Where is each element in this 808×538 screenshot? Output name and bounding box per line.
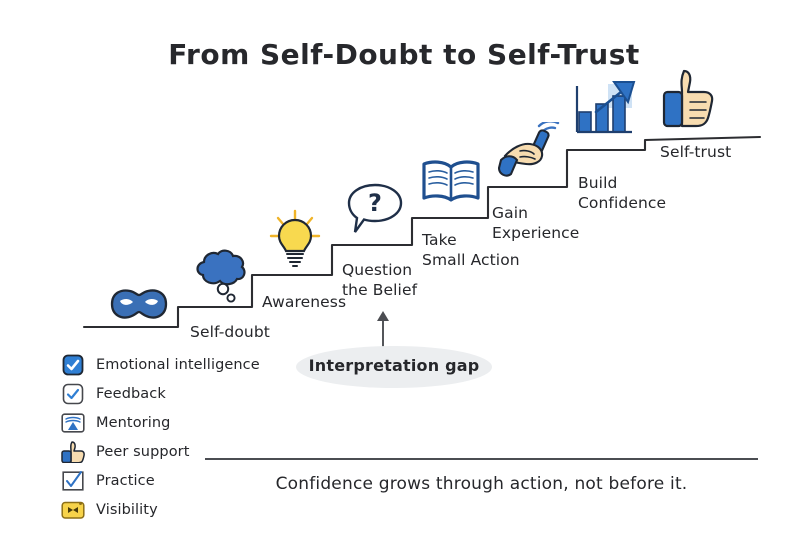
interpretation-gap-label: Interpretation gap — [308, 356, 480, 375]
mask-icon — [108, 286, 170, 326]
svg-text:?: ? — [368, 189, 382, 217]
lightbulb-icon — [268, 208, 322, 274]
legend-item-visibility[interactable]: Visibility — [60, 496, 260, 524]
legend-label: Mentoring — [96, 415, 171, 431]
legend-item-feedback[interactable]: Feedback — [60, 380, 260, 408]
checkbox-check-icon — [60, 470, 86, 492]
legend-item-practice[interactable]: Practice — [60, 467, 260, 495]
legend: Emotional intelligence Feedback — [60, 351, 260, 525]
open-book-icon — [420, 158, 482, 210]
legend-item-mentoring[interactable]: Mentoring — [60, 409, 260, 437]
checkbox-outline-icon — [60, 383, 86, 405]
badge-yellow-icon — [60, 499, 86, 521]
speech-bubble-question-icon: ? — [346, 182, 404, 242]
thumbs-up-icon — [660, 68, 716, 136]
legend-label: Peer support — [96, 444, 190, 460]
checkbox-filled-icon — [60, 354, 86, 376]
legend-label: Emotional intelligence — [96, 357, 260, 373]
legend-item-peer-support[interactable]: Peer support — [60, 438, 260, 466]
page-title: From Self-Doubt to Self-Trust — [168, 38, 640, 71]
step-label-take-small-action: Take Small Action — [422, 231, 520, 270]
presentation-card-icon — [60, 412, 86, 434]
step-label-self-doubt: Self-doubt — [190, 323, 270, 341]
legend-label: Visibility — [96, 502, 158, 518]
bar-chart-arrow-icon — [572, 78, 640, 144]
step-label-question-the-belief: Question the Belief — [342, 261, 418, 300]
legend-label: Feedback — [96, 386, 166, 402]
step-label-awareness: Awareness — [262, 293, 347, 311]
interpretation-gap-pill — [296, 346, 492, 388]
thumbs-up-small-icon — [60, 441, 86, 463]
legend-label: Practice — [96, 473, 155, 489]
step-label-build-confidence: Build Confidence — [578, 174, 667, 213]
step-label-self-trust: Self-trust — [660, 143, 732, 161]
step-label-gain-experience: Gain Experience — [492, 204, 580, 243]
footer-divider — [205, 458, 758, 460]
thought-cloud-icon — [186, 248, 252, 312]
footer-caption: Confidence grows through action, not bef… — [275, 474, 688, 494]
legend-item-emotional-intelligence[interactable]: Emotional intelligence — [60, 351, 260, 379]
hand-pen-icon — [497, 120, 564, 186]
